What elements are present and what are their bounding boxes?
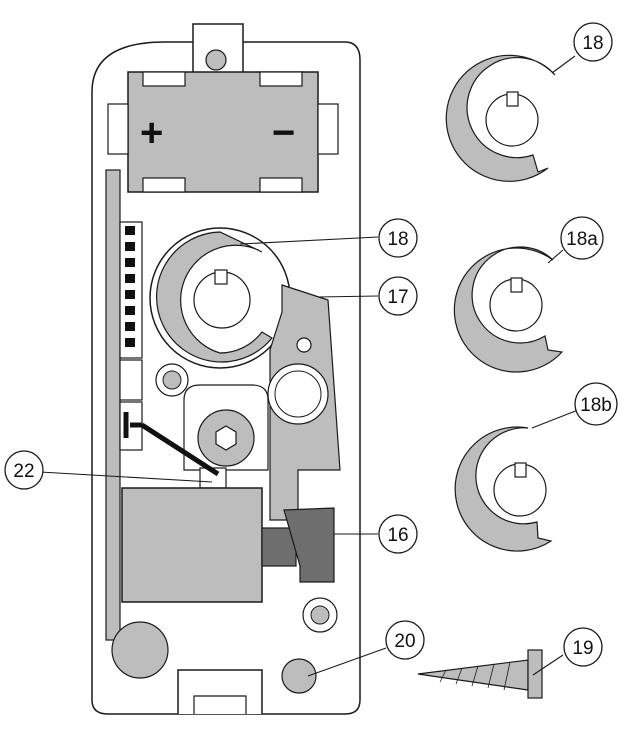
callout-19: 19 bbox=[563, 627, 603, 667]
circuit-board-strip bbox=[105, 169, 121, 641]
foot-20 bbox=[281, 658, 317, 694]
callout-18b-label: 18b bbox=[580, 395, 612, 416]
small-component-block bbox=[119, 359, 143, 451]
bottom-mount-tab bbox=[177, 669, 263, 714]
callout-18a: 18a bbox=[560, 216, 604, 260]
callout-18-side-label: 18 bbox=[582, 33, 603, 54]
connector-pins bbox=[119, 221, 143, 359]
battery: + − bbox=[107, 71, 339, 193]
callout-16-label: 16 bbox=[387, 525, 408, 546]
cam-disc-18b bbox=[454, 426, 553, 552]
screw-19 bbox=[417, 649, 543, 699]
callout-17-label: 17 bbox=[387, 287, 408, 308]
callout-18a-label: 18a bbox=[566, 229, 598, 250]
callout-22: 22 bbox=[4, 450, 44, 490]
actuator-16 bbox=[283, 507, 335, 583]
callout-18-side: 18 bbox=[573, 22, 613, 62]
cam-disc-18a bbox=[453, 246, 564, 373]
lever-arm bbox=[267, 284, 341, 521]
callout-20-label: 20 bbox=[394, 631, 415, 652]
leader-lines bbox=[39, 55, 579, 677]
callout-19-label: 19 bbox=[572, 638, 593, 659]
cam-disc-18 bbox=[445, 54, 556, 182]
callout-18-main-label: 18 bbox=[387, 229, 408, 250]
callout-17: 17 bbox=[378, 276, 418, 316]
spring-wire bbox=[123, 412, 220, 477]
cam-disc-main bbox=[149, 227, 291, 369]
callout-22-label: 22 bbox=[13, 461, 34, 482]
battery-minus-sign: − bbox=[272, 111, 295, 155]
mounting-screw-small bbox=[155, 363, 189, 397]
top-mount-tab bbox=[192, 23, 244, 77]
callout-16: 16 bbox=[378, 514, 418, 554]
battery-plus-sign: + bbox=[140, 111, 163, 155]
mounting-screw-bottom bbox=[302, 597, 338, 633]
callout-18b: 18b bbox=[574, 382, 618, 426]
callout-20: 20 bbox=[385, 620, 425, 660]
callout-18-main: 18 bbox=[378, 218, 418, 258]
bottom-left-boss bbox=[111, 621, 169, 679]
